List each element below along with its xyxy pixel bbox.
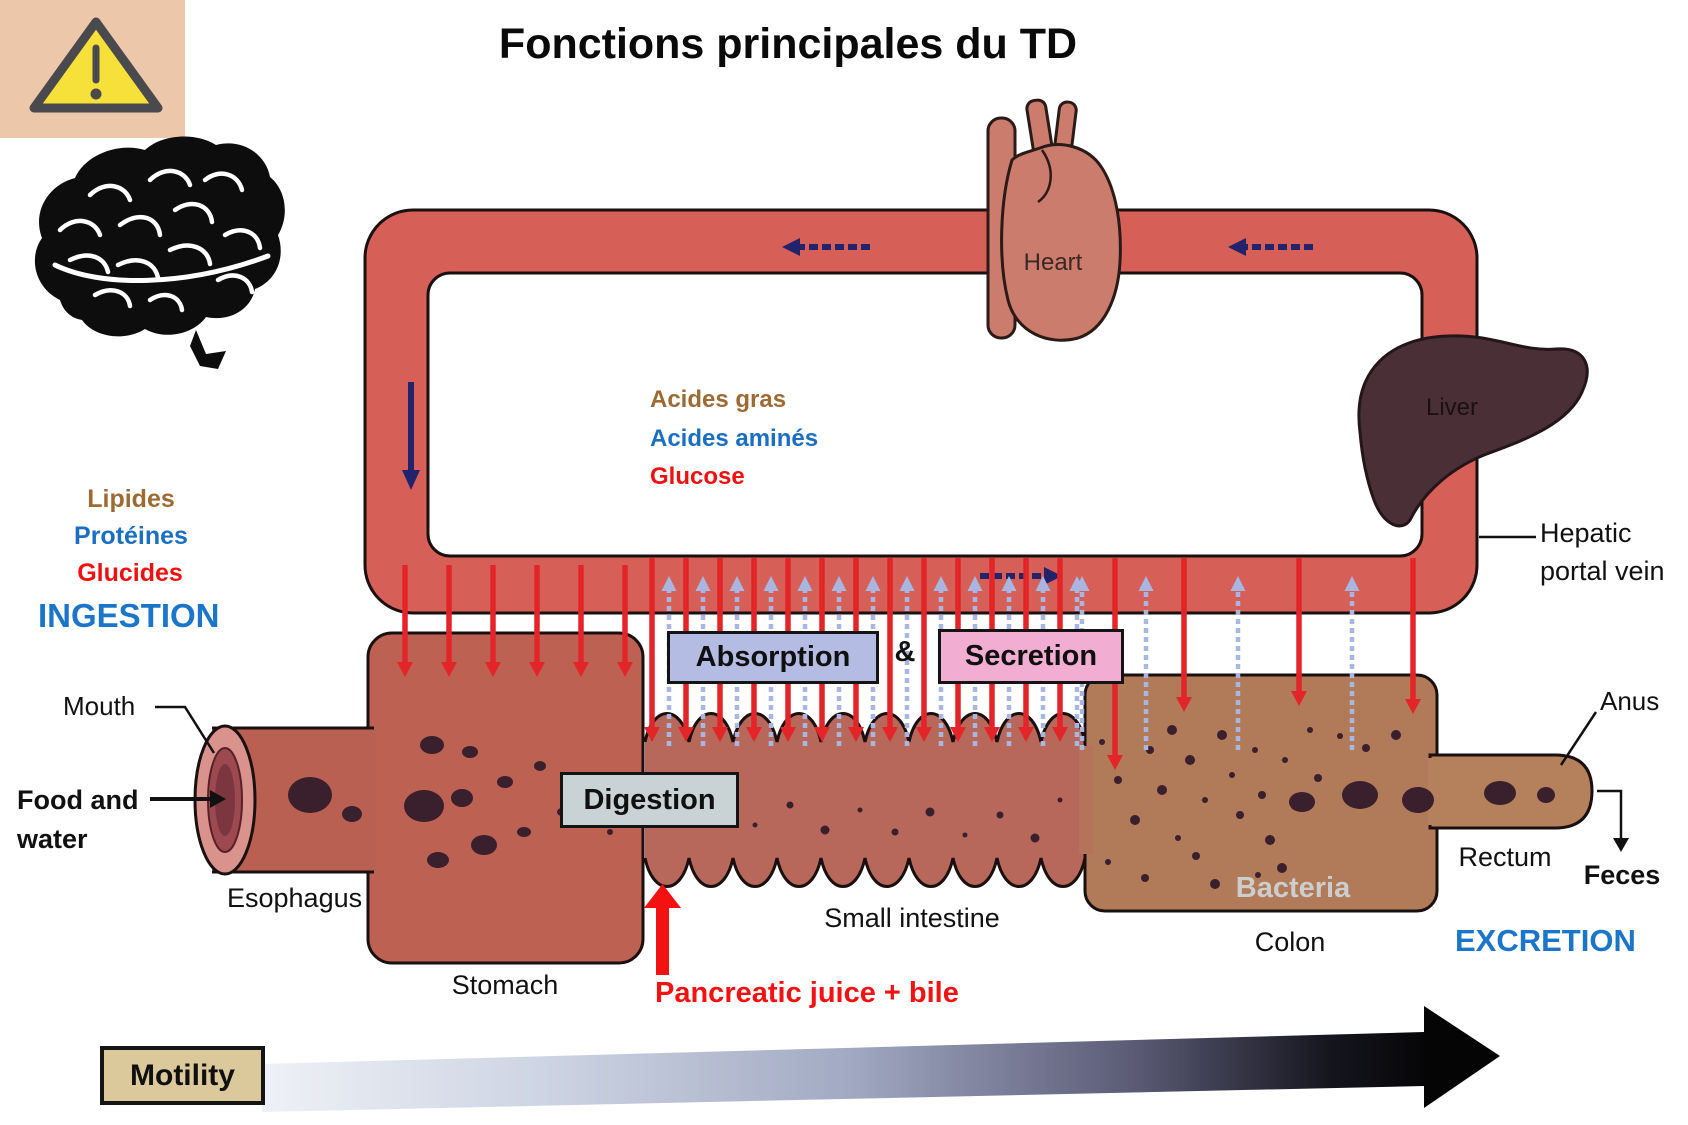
feces-pointer-head [1613, 838, 1629, 852]
motility-box: Motility [100, 1046, 265, 1105]
food-arrow [150, 790, 226, 808]
label-water: water [17, 824, 88, 854]
label-stomach: Stomach [451, 970, 559, 1000]
absorption-box: Absorption [667, 631, 879, 684]
heart-organ [986, 98, 1122, 342]
label-pancreatic: Pancreatic juice + bile [655, 977, 959, 1009]
label-rectum: Rectum [1458, 842, 1552, 872]
label-proteines: Protéines [74, 522, 188, 550]
label-ampersand: & [894, 636, 916, 668]
label-colon: Colon [1254, 927, 1326, 957]
label-acides-amines: Acides aminés [650, 425, 819, 452]
anus-pointer [1559, 711, 1598, 766]
label-mouth: Mouth [63, 691, 136, 721]
label-esophagus: Esophagus [227, 883, 363, 913]
label-pointers [155, 705, 1623, 838]
label-hepatic-portal-vein-1: Hepatic [1540, 518, 1632, 548]
label-glucose: Glucose [650, 463, 745, 490]
warning-banner [0, 0, 185, 138]
flow-arrows [397, 238, 1421, 770]
label-hepatic-portal-vein-2: portal vein [1540, 556, 1665, 586]
digestive-tract [193, 631, 1594, 965]
label-liver: Liver [1425, 394, 1479, 421]
warning-icon [29, 17, 163, 113]
label-food-and: Food and [17, 785, 139, 815]
motility-box-label: Motility [130, 1058, 235, 1092]
label-anus: Anus [1600, 686, 1660, 716]
label-acides-gras: Acides gras [650, 386, 787, 413]
brain-icon [34, 136, 285, 369]
pancreatic-arrow [644, 884, 681, 975]
secretion-box: Secretion [938, 629, 1124, 684]
motility-arrow [262, 1006, 1500, 1112]
label-glucides: Glucides [77, 559, 183, 587]
label-lipides: Lipides [87, 485, 175, 513]
page-title: Fonctions principales du TD [498, 20, 1078, 68]
label-feces: Feces [1583, 860, 1661, 890]
feces-pointer [1597, 789, 1623, 838]
digestion-box: Digestion [560, 772, 739, 828]
label-heart: Heart [1023, 249, 1083, 276]
food-particles [288, 725, 1555, 889]
label-small-intestine: Small intestine [824, 903, 1000, 933]
liver-organ [1357, 334, 1589, 528]
secretion-box-label: Secretion [964, 640, 1098, 672]
label-bacteria: Bacteria [1235, 872, 1351, 904]
digestion-box-label: Digestion [583, 783, 716, 816]
label-ingestion: INGESTION [38, 597, 220, 634]
label-excretion: EXCRETION [1455, 923, 1636, 958]
blood-vessel-loop [363, 208, 1479, 615]
absorption-box-label: Absorption [695, 641, 851, 673]
mouth-pointer [155, 705, 216, 754]
